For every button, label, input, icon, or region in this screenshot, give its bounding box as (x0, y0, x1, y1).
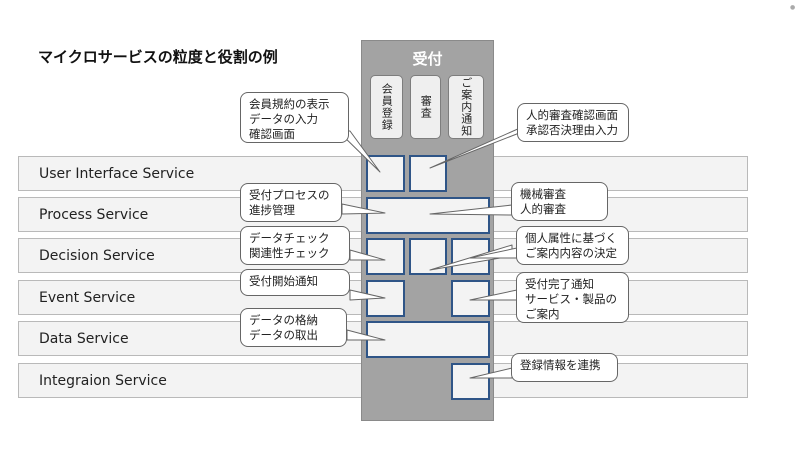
callout-ui-right: 人的審査確認画面 承認否決理由入力 (517, 103, 629, 142)
sub-label: 審査 (419, 95, 433, 119)
cell-integration (451, 363, 490, 400)
pointer-event-left (349, 289, 386, 301)
callout-event-left: 受付開始通知 (240, 269, 350, 296)
layer-label: Event Service (39, 290, 136, 306)
corner-dot: ● (790, 4, 796, 11)
callout-decision-right: 個人属性に基づく ご案内内容の決定 (516, 226, 629, 265)
layer-label: Decision Service (39, 248, 155, 264)
layer-label: Data Service (39, 331, 129, 347)
sub-guidance-notification: ご案内通知 (448, 75, 484, 139)
callout-data-left: データの格納 データの取出 (240, 308, 347, 347)
pointer-process-right (429, 204, 513, 216)
column-title: 受付 (412, 50, 443, 68)
layer-label: User Interface Service (39, 166, 195, 182)
cell-ui-screening (409, 155, 447, 192)
sub-label: ご案内通知 (459, 77, 473, 137)
callout-process-left: 受付プロセスの 進捗管理 (240, 183, 342, 222)
cell-process (366, 197, 490, 234)
callout-integration-right: 登録情報を連携 (511, 353, 618, 382)
cell-data (366, 321, 490, 358)
pointer-process-left (341, 203, 386, 215)
layer-label: Process Service (39, 207, 149, 223)
cell-decision-screening (409, 238, 447, 275)
sub-member-registration: 会員登録 (370, 75, 403, 139)
callout-event-right: 受付完了通知 サービス・製品の ご案内 (516, 272, 629, 323)
pointer-data-left (346, 329, 386, 341)
pointer-event-right (469, 289, 518, 301)
slide-title: マイクロサービスの粒度と役割の例 (38, 48, 278, 66)
pointer-decision-right2 (469, 247, 518, 259)
callout-ui-left: 会員規約の表示 データの入力 確認画面 (240, 92, 349, 143)
pointer-integration-right (469, 367, 513, 379)
layer-label: Integraion Service (39, 373, 167, 389)
cell-ui-registration (366, 155, 405, 192)
sub-label: 会員登録 (380, 83, 394, 131)
sub-screening: 審査 (410, 75, 441, 139)
callout-decision-left: データチェック 関連性チェック (240, 226, 350, 265)
callout-process-right: 機械審査 人的審査 (511, 182, 608, 221)
pointer-decision-left (349, 249, 386, 261)
